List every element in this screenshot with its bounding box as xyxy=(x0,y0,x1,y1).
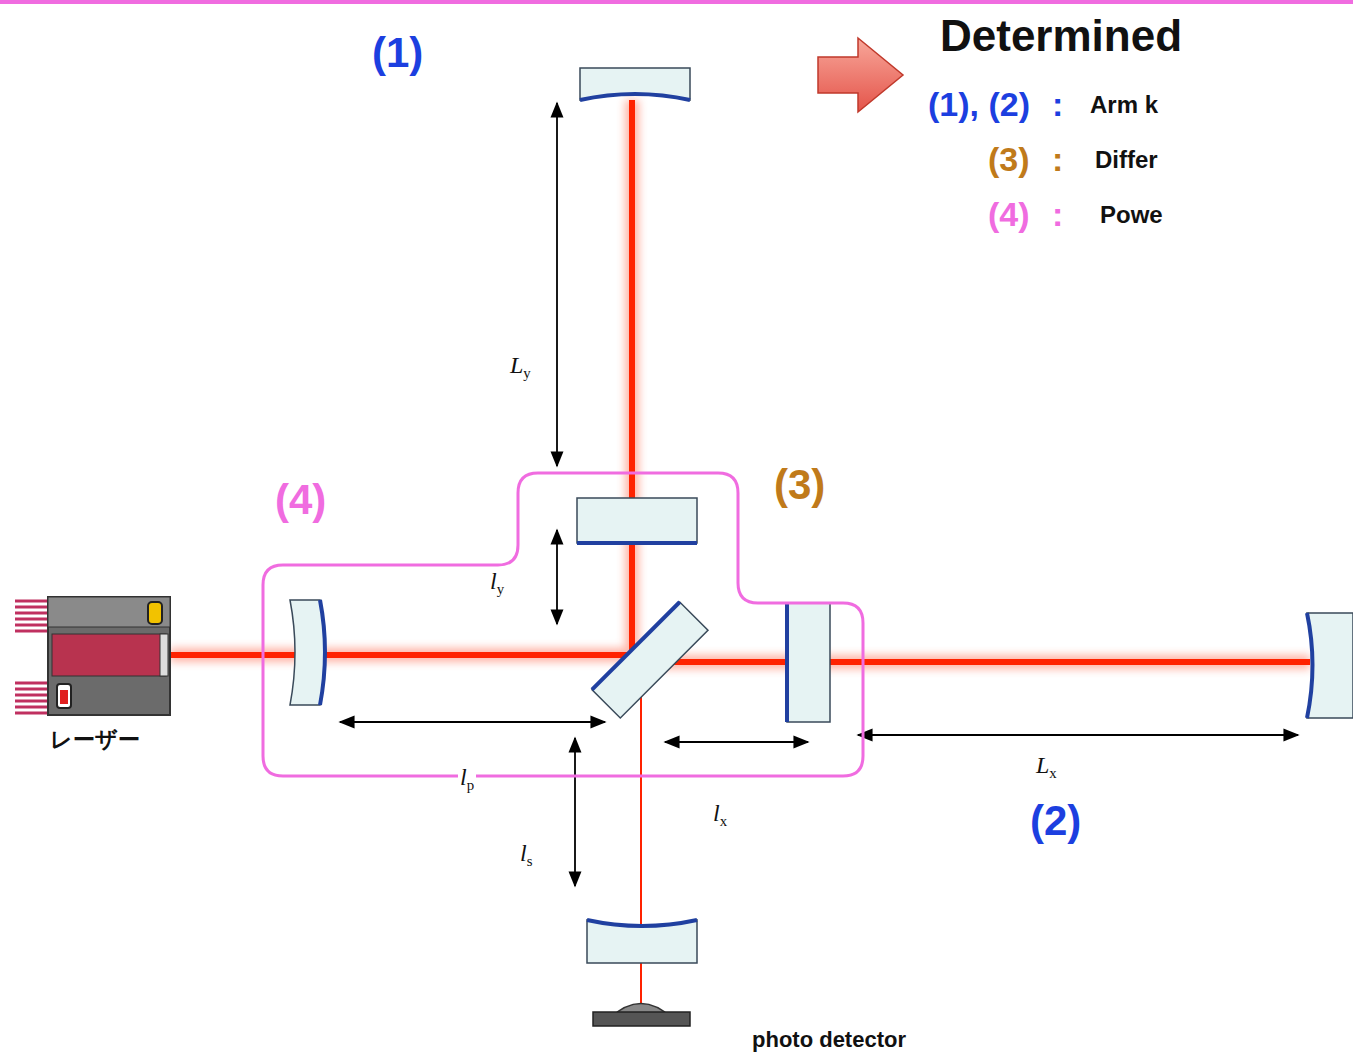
callout-number: (3) xyxy=(774,462,825,508)
callout-number: (1) xyxy=(372,30,423,76)
laser-beam xyxy=(170,100,1310,662)
beam-glow xyxy=(170,100,1310,662)
dimension-label: Lx xyxy=(1034,752,1059,782)
legend-text: Powe xyxy=(1100,202,1163,228)
heading: Determined xyxy=(940,12,1182,60)
callout-number: (2) xyxy=(1030,798,1081,844)
region-border xyxy=(263,473,863,776)
region-outline: (4) xyxy=(263,473,863,776)
separator: : xyxy=(1052,141,1063,178)
laser-source xyxy=(15,597,170,715)
region-border xyxy=(263,473,863,776)
dimension-label: lx xyxy=(711,800,729,830)
frame-edge xyxy=(0,0,1353,4)
callout-number: (4) xyxy=(275,477,326,523)
photo-detector-symbol xyxy=(593,1004,690,1027)
dimension-label: ls xyxy=(518,840,534,870)
callout-number: (1), (2) xyxy=(928,86,1030,123)
legend-text: Differ xyxy=(1095,147,1158,173)
mirror xyxy=(290,68,1353,963)
callout-number: (3) xyxy=(988,141,1030,178)
callout-number: (4) xyxy=(988,196,1030,233)
dimension-label: Ly xyxy=(508,352,533,382)
dimension-label: ly xyxy=(488,568,506,598)
dimension-arrow xyxy=(340,103,1298,886)
legend-text: Arm k xyxy=(1090,92,1158,118)
dimension-label: lp xyxy=(458,764,476,794)
separator: : xyxy=(1052,196,1063,233)
separator: : xyxy=(1052,86,1063,123)
part-name: photo detector xyxy=(752,1028,906,1052)
part-name: レーザー xyxy=(50,728,140,752)
block-arrow xyxy=(818,38,903,112)
